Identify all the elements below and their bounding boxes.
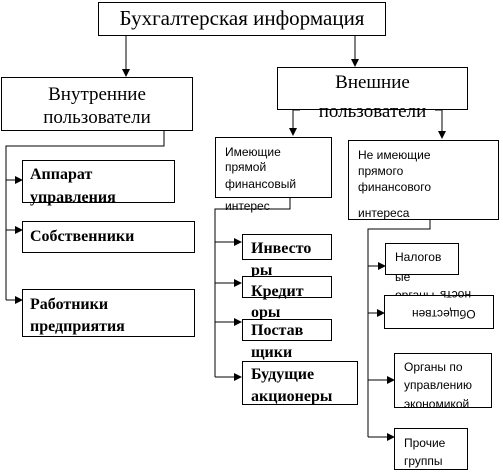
investors-box — [242, 234, 332, 260]
investors-line1: Инвесто — [251, 240, 312, 257]
external-users-box — [277, 67, 468, 110]
apparat-line2: управления — [30, 189, 116, 206]
direct-interest-line2: прямой — [225, 160, 267, 174]
direct-interest-box — [215, 137, 332, 198]
direct-interest-line4: интерес — [225, 199, 270, 213]
internal-users-box — [1, 77, 193, 131]
workers-line2: предприятия — [30, 318, 125, 335]
public-line2: ность — [440, 288, 472, 302]
economy-line1: Органы по — [404, 360, 463, 374]
shareholders-line1: Будущие — [251, 366, 315, 383]
public-line1: Обществен — [412, 307, 476, 321]
direct-interest-line1: Имеющие — [225, 145, 281, 159]
direct-trunk — [214, 197, 291, 377]
tax-line1: Налогов — [395, 250, 442, 264]
shareholders-line2: акционеры — [251, 388, 333, 405]
external-users-line1: Внешние — [335, 72, 410, 93]
tax-line2: ые — [395, 270, 411, 284]
indirect-interest-line2: прямого — [358, 164, 404, 178]
shareholders-box — [242, 361, 358, 405]
arrow-to-direct — [289, 109, 300, 136]
owners-label: Собственники — [30, 228, 135, 245]
internal-users-line1: Внутренние — [48, 84, 146, 105]
external-users-line2: пользователи — [318, 101, 427, 122]
indirect-interest-line3: финансового — [358, 180, 432, 194]
owners-box — [22, 221, 195, 253]
page-title: Бухгалтерская информация — [119, 6, 365, 30]
workers-box — [22, 289, 195, 337]
workers-line1: Работники — [30, 296, 109, 313]
creditors-box — [242, 276, 332, 298]
other-line2: группы — [404, 454, 443, 468]
indirect-interest-box — [348, 140, 499, 220]
suppliers-line2: щики — [251, 344, 293, 361]
other-box — [394, 428, 468, 470]
apparat-line1: Аппарат — [30, 166, 93, 183]
other-line1: Прочие — [404, 436, 446, 450]
indirect-interest-line4: интереса — [358, 206, 410, 220]
internal-trunk — [5, 130, 165, 300]
internal-users-line2: пользователи — [43, 107, 151, 128]
economy-line2: управлению — [404, 378, 472, 392]
direct-interest-line3: финансовый — [225, 177, 297, 191]
economy-line3: экономикой — [404, 397, 470, 411]
suppliers-line1: Постав — [251, 322, 304, 339]
apparat-box — [22, 160, 175, 203]
indirect-interest-line1: Не имеющие — [358, 148, 431, 162]
creditors-line2: оры — [251, 304, 281, 321]
suppliers-box — [242, 319, 332, 341]
creditors-line1: Кредит — [251, 283, 304, 300]
title-box — [98, 2, 386, 36]
public-box — [384, 295, 494, 329]
tax-box — [385, 243, 459, 275]
economy-box — [394, 353, 492, 408]
indirect-trunk — [367, 219, 431, 437]
arrow-to-indirect — [435, 109, 446, 139]
investors-line2: ры — [251, 262, 273, 279]
